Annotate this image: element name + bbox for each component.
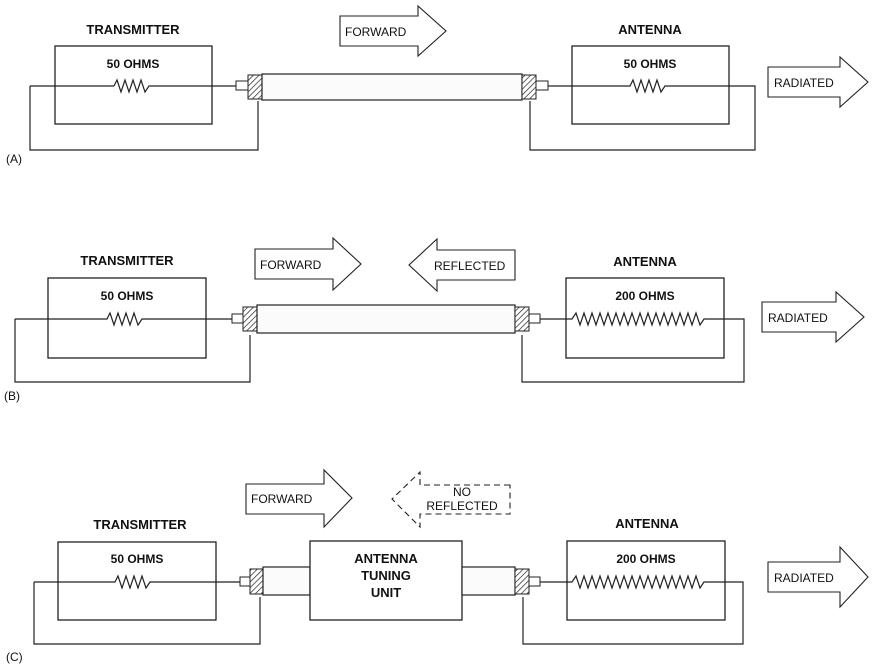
forward-arrow	[339, 4, 447, 58]
panel-tag: (B)	[4, 389, 20, 403]
coax-line	[461, 566, 516, 596]
antenna-wiring	[522, 574, 744, 645]
radiated-label: RADIATED	[774, 76, 834, 90]
transmitter-wiring	[34, 574, 240, 590]
antenna-tuning-unit	[309, 540, 463, 621]
no-reflected-arrow	[391, 470, 511, 529]
connector-pin	[535, 80, 549, 91]
radiated-label: RADIATED	[768, 311, 828, 325]
transmitter-box	[54, 45, 213, 125]
forward-label: FORWARD	[251, 492, 313, 506]
transmitter-title: TRANSMITTER	[80, 253, 174, 268]
return-wire	[29, 86, 259, 151]
antenna-wiring	[529, 78, 756, 151]
panel-b: TRANSMITTER 50 OHMS FORWARD REFLECTED AN…	[4, 236, 865, 403]
no-reflected-line2: REFLECTED	[426, 499, 498, 513]
forward-label: FORWARD	[260, 258, 322, 272]
antenna-impedance: 50 OHMS	[624, 57, 677, 71]
antenna-wiring	[521, 311, 745, 383]
connector-pin	[239, 576, 251, 587]
transmitter-impedance: 50 OHMS	[111, 552, 164, 566]
coax-line	[261, 73, 523, 101]
panel-tag: (A)	[6, 152, 22, 166]
reflected-label: REFLECTED	[434, 259, 506, 273]
connector-pin	[528, 313, 541, 324]
radiated-label: RADIATED	[774, 571, 834, 585]
antenna-title: ANTENNA	[615, 516, 679, 531]
panel-a: TRANSMITTER 50 OHMS FORWARD ANTENNA 50 O…	[6, 4, 869, 166]
tuner-label-line1: ANTENNA	[354, 551, 418, 566]
transmitter-box	[57, 541, 217, 621]
antenna-title: ANTENNA	[618, 22, 682, 37]
reflected-arrow	[408, 237, 516, 293]
no-reflected-line1: NO	[453, 485, 471, 499]
coax-line	[262, 566, 311, 596]
connector-pin	[231, 313, 244, 324]
transmitter-wiring	[15, 311, 232, 327]
coax-line	[256, 304, 516, 334]
return-wire	[33, 582, 261, 645]
forward-arrow	[245, 468, 353, 529]
radiated-arrow	[767, 55, 869, 109]
connector	[521, 74, 537, 100]
panel-tag: (C)	[6, 650, 23, 664]
connector	[242, 306, 258, 332]
connector-pin	[235, 80, 249, 91]
transmitter-title: TRANSMITTER	[86, 22, 180, 37]
connector-pin	[528, 576, 541, 587]
antenna-title: ANTENNA	[613, 254, 677, 269]
return-wire	[14, 319, 251, 383]
connector	[247, 74, 263, 100]
panel-c: TRANSMITTER 50 OHMS ANTENNA TUNING UNIT …	[6, 468, 869, 664]
tuner-label-line2: TUNING	[361, 568, 411, 583]
connector	[514, 568, 530, 595]
resistor-symbol	[113, 78, 236, 94]
transmitter-impedance: 50 OHMS	[107, 57, 160, 71]
tuner-label-line3: UNIT	[371, 585, 401, 600]
antenna-impedance: 200 OHMS	[616, 552, 675, 566]
radiated-arrow	[767, 545, 869, 609]
radiated-arrow	[761, 290, 865, 344]
connector	[514, 306, 530, 332]
transmitter-impedance: 50 OHMS	[101, 289, 154, 303]
forward-label: FORWARD	[345, 25, 407, 39]
transmitter-title: TRANSMITTER	[93, 517, 187, 532]
forward-arrow	[254, 236, 362, 292]
transmitter-box	[47, 277, 207, 359]
antenna-impedance: 200 OHMS	[615, 289, 674, 303]
connector	[249, 568, 264, 595]
